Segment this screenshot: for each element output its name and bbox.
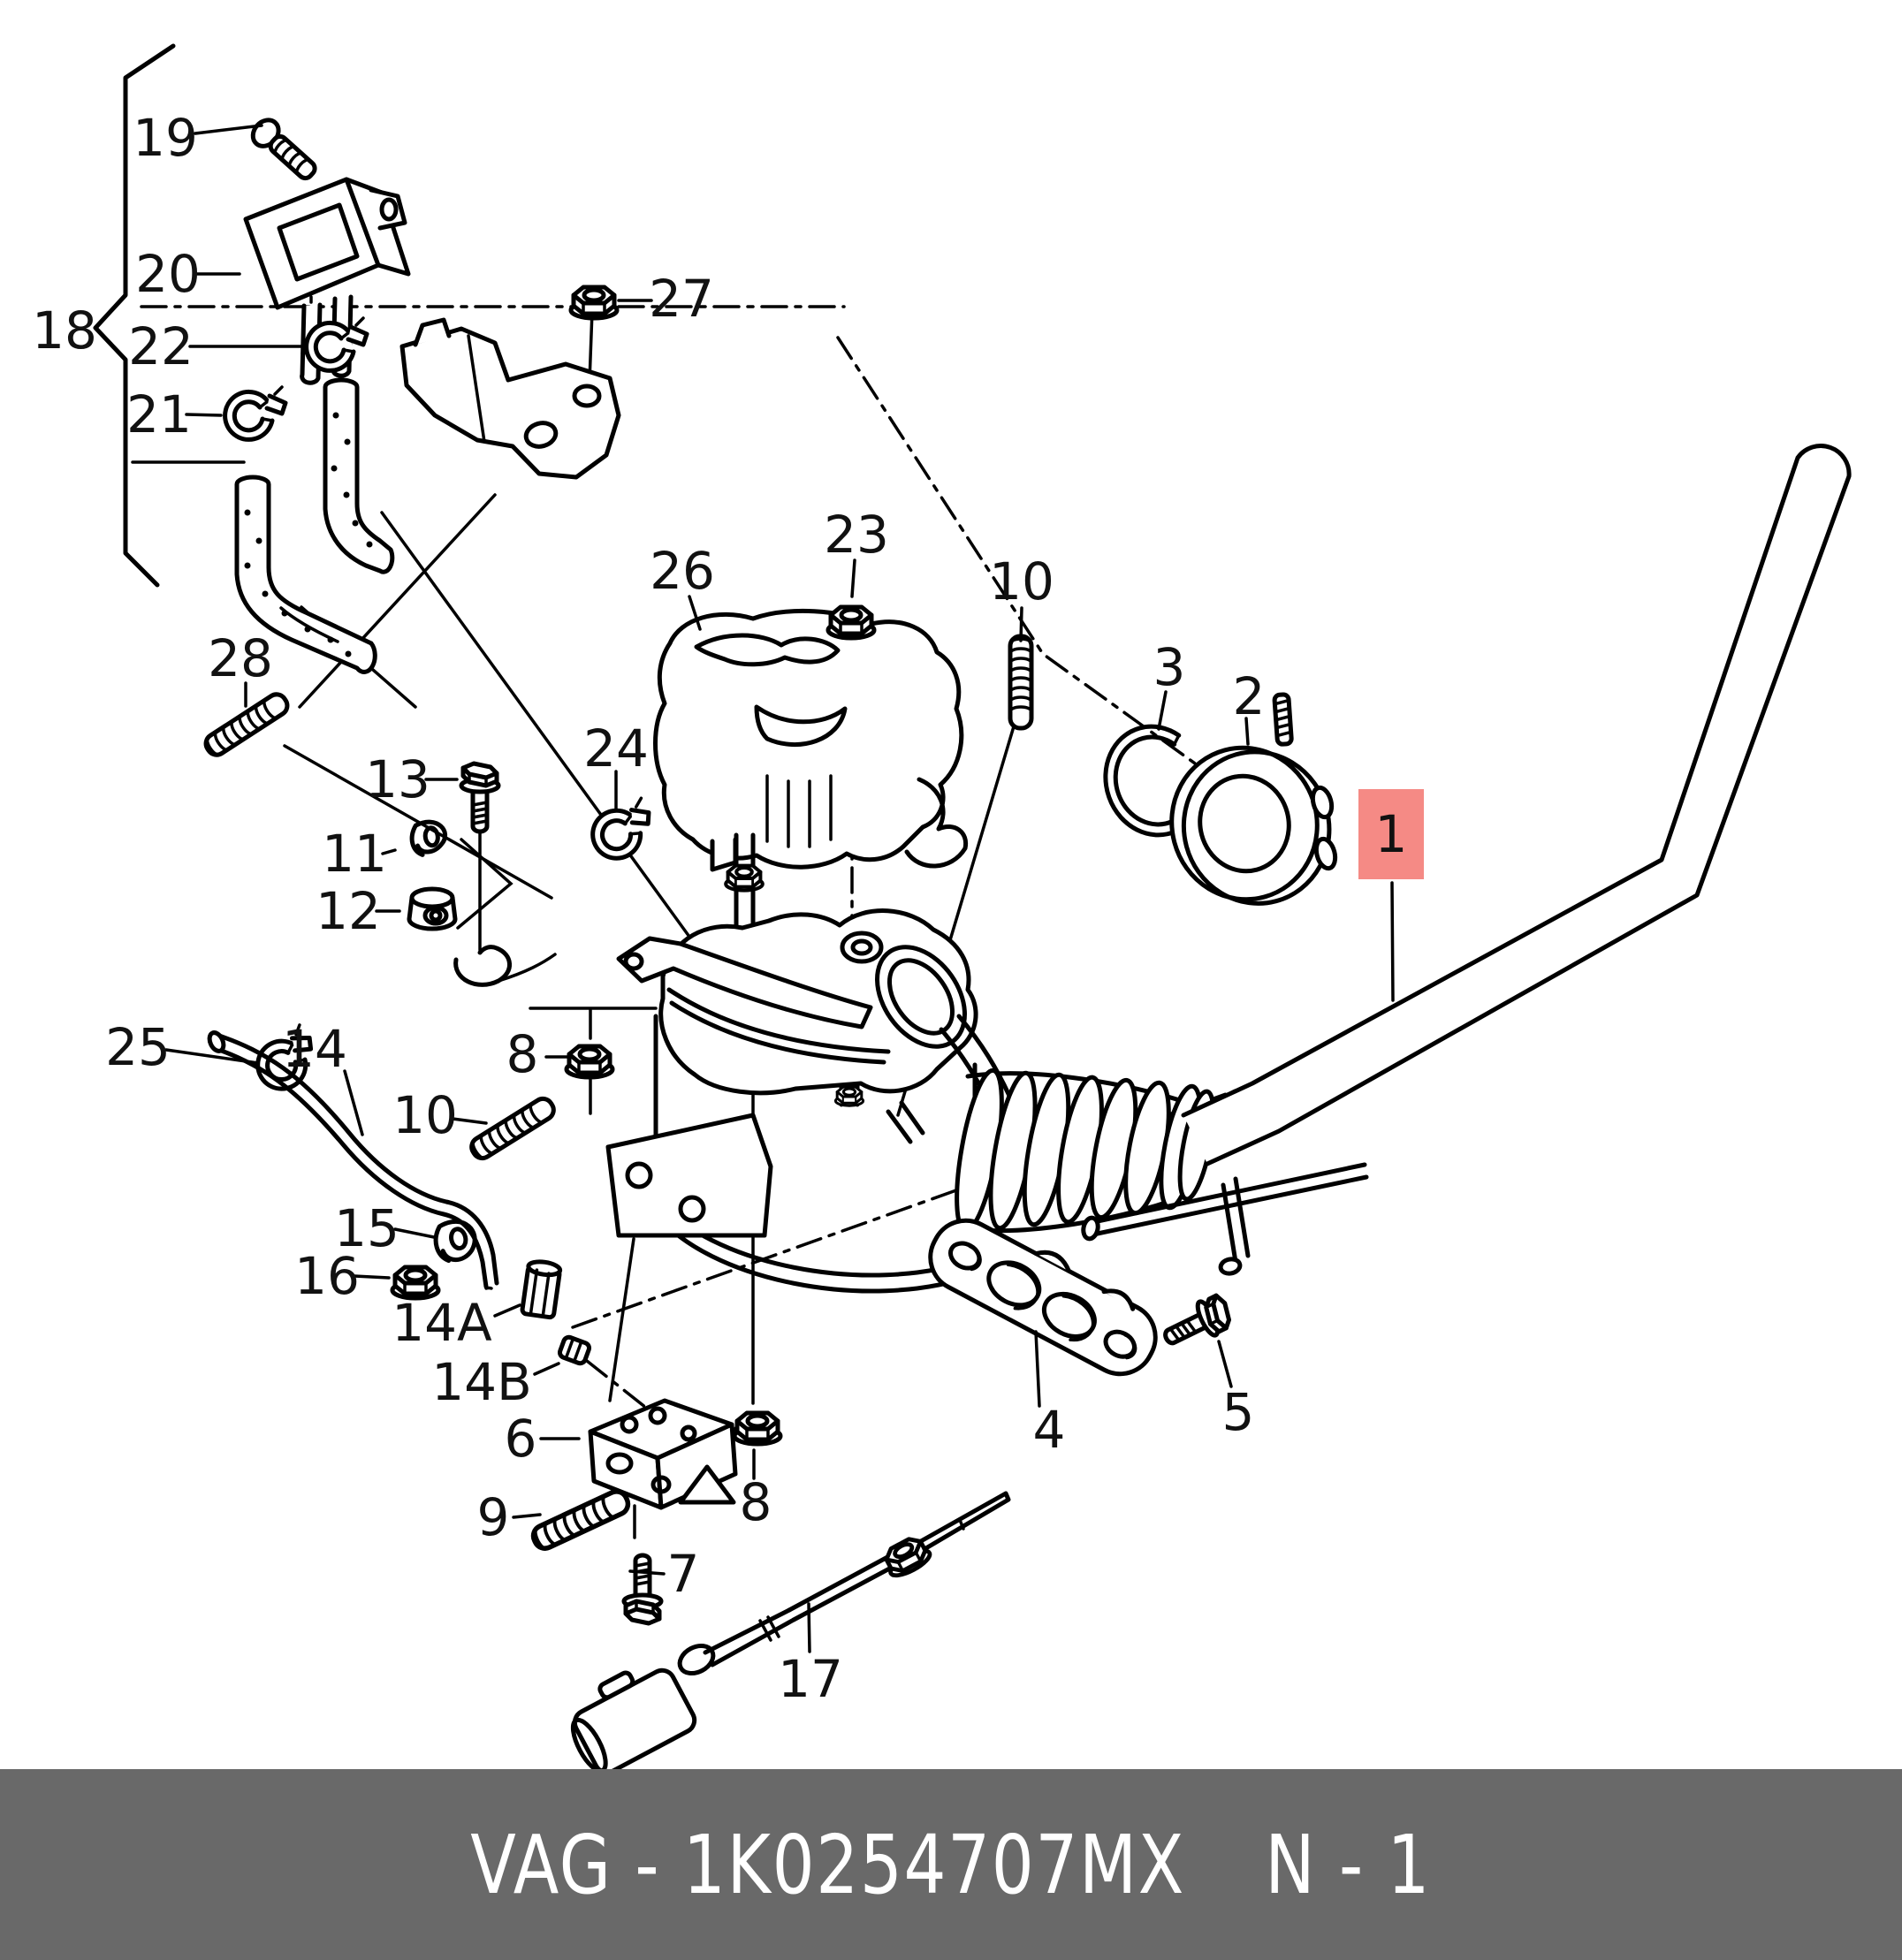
part-label-26-6[interactable]: 26 — [650, 541, 715, 601]
stud-10-upper-drawing — [1010, 636, 1031, 728]
leader-line-7 — [628, 1569, 666, 1576]
union-14A-drawing — [520, 1259, 563, 1320]
temp-sensor-17-drawing — [570, 1491, 1011, 1775]
leader-line-10 — [451, 1117, 488, 1125]
part-label-14B-23[interactable]: 14B — [431, 1352, 532, 1412]
part-label-10-8[interactable]: 10 — [989, 551, 1054, 612]
leader-line-25 — [164, 1048, 260, 1065]
group-brace-18 — [93, 43, 176, 588]
bracket-4-drawing — [928, 1218, 1158, 1377]
hanger-rod-drawing — [1081, 1162, 1369, 1276]
sensor-bracket-drawing — [399, 317, 621, 480]
leader-line-3 — [1157, 690, 1168, 731]
leader-line-16 — [353, 1274, 391, 1280]
part-label-9-25[interactable]: 9 — [477, 1487, 510, 1547]
nut-8-right-drawing — [734, 1413, 780, 1444]
part-label-14A-22[interactable]: 14A — [392, 1293, 492, 1353]
nut-23-drawing — [828, 607, 874, 638]
part-label-16-21[interactable]: 16 — [294, 1246, 360, 1306]
leader-line-2 — [1244, 717, 1250, 746]
grommet-12-drawing — [407, 886, 458, 931]
bolt-13-drawing — [461, 763, 498, 832]
catalyst-assembly-drawing — [605, 832, 1012, 1294]
leader-line-19 — [194, 124, 263, 135]
part-label-4-29[interactable]: 4 — [1033, 1400, 1066, 1460]
part-label-14-17[interactable]: 14 — [282, 1019, 347, 1079]
pressure-sensor-20-drawing — [243, 177, 411, 385]
part-label-25-16[interactable]: 25 — [105, 1017, 171, 1077]
leader-line-14A — [493, 1303, 521, 1318]
footer-page-number: N - 1 — [1265, 1817, 1432, 1912]
part-label-13-13[interactable]: 13 — [365, 749, 430, 809]
exhaust-pipe-1-drawing — [1181, 444, 1852, 1166]
part-label-17-28[interactable]: 17 — [778, 1649, 843, 1709]
part-label-28-9[interactable]: 28 — [208, 628, 273, 688]
nozzle-14B-drawing — [557, 1334, 592, 1366]
part-label-22-4[interactable]: 22 — [128, 316, 194, 376]
part-label-15-20[interactable]: 15 — [334, 1198, 399, 1258]
leader-line-4 — [1034, 1330, 1041, 1408]
part-label-21-5[interactable]: 21 — [126, 384, 192, 444]
bracket-6-drawing — [588, 1398, 738, 1510]
part-label-19-0[interactable]: 19 — [133, 108, 198, 168]
screw-19-drawing — [250, 118, 317, 181]
clamp-22-drawing — [307, 318, 367, 370]
leader-line-1 — [1390, 881, 1395, 1002]
clip-11-drawing — [409, 819, 448, 857]
part-label-6-24[interactable]: 6 — [505, 1409, 537, 1469]
part-label-1-highlighted[interactable]: 1 — [1375, 804, 1408, 864]
braided-hose-lower-drawing — [234, 475, 377, 674]
flex-pipe-drawing — [955, 1067, 1216, 1234]
part-label-8-27[interactable]: 8 — [740, 1472, 772, 1532]
nut-27-drawing — [571, 287, 617, 318]
part-label-20-1[interactable]: 20 — [135, 244, 201, 304]
footer-part-code: VAG - 1K0254707MX — [470, 1817, 1186, 1912]
heat-shield-26-drawing — [653, 608, 969, 872]
leader-line-15 — [393, 1227, 436, 1239]
part-label-7-26[interactable]: 7 — [667, 1544, 700, 1604]
leader-line-23 — [850, 558, 856, 598]
part-label-10-19[interactable]: 10 — [392, 1085, 458, 1145]
part-label-12-15[interactable]: 12 — [316, 881, 381, 941]
bolt-5-drawing — [1158, 1292, 1236, 1356]
highlight-box[interactable] — [1358, 789, 1424, 879]
bolt-7-drawing — [624, 1555, 661, 1623]
leader-line-9 — [512, 1513, 542, 1519]
leader-line-14B — [533, 1362, 560, 1376]
clamp-2-drawing — [1169, 692, 1338, 906]
part-label-18-3[interactable]: 18 — [32, 300, 97, 361]
clamp-21-drawing — [225, 387, 285, 439]
part-label-3-11[interactable]: 3 — [1153, 637, 1186, 697]
braided-hose-upper-drawing — [323, 377, 395, 574]
part-label-8-18[interactable]: 8 — [506, 1024, 539, 1084]
part-label-27-2[interactable]: 27 — [649, 269, 714, 329]
part-label-11-14[interactable]: 11 — [322, 824, 387, 884]
leader-line-26 — [688, 595, 702, 631]
nut-8-left-drawing — [567, 1046, 612, 1077]
leader-line-14 — [343, 1069, 364, 1136]
part-label-2-12[interactable]: 2 — [1233, 666, 1266, 726]
leader-line-10 — [1019, 606, 1023, 642]
part-label-23-7[interactable]: 23 — [824, 505, 889, 565]
leader-line-21 — [185, 413, 223, 417]
stud-10-lower-drawing — [468, 1095, 558, 1161]
footer-bar: VAG - 1K0254707MX N - 1 — [0, 1769, 1902, 1960]
stud-9-drawing — [530, 1488, 632, 1552]
highlighted-part-label[interactable]: 1 — [1358, 789, 1424, 1002]
leader-line-5 — [1217, 1340, 1233, 1388]
leader-line-11 — [381, 848, 397, 855]
leader-line-17 — [807, 1602, 811, 1653]
part-label-24-10[interactable]: 24 — [583, 718, 649, 779]
clip-15-drawing — [433, 1219, 477, 1264]
part-label-5-30[interactable]: 5 — [1222, 1382, 1255, 1442]
